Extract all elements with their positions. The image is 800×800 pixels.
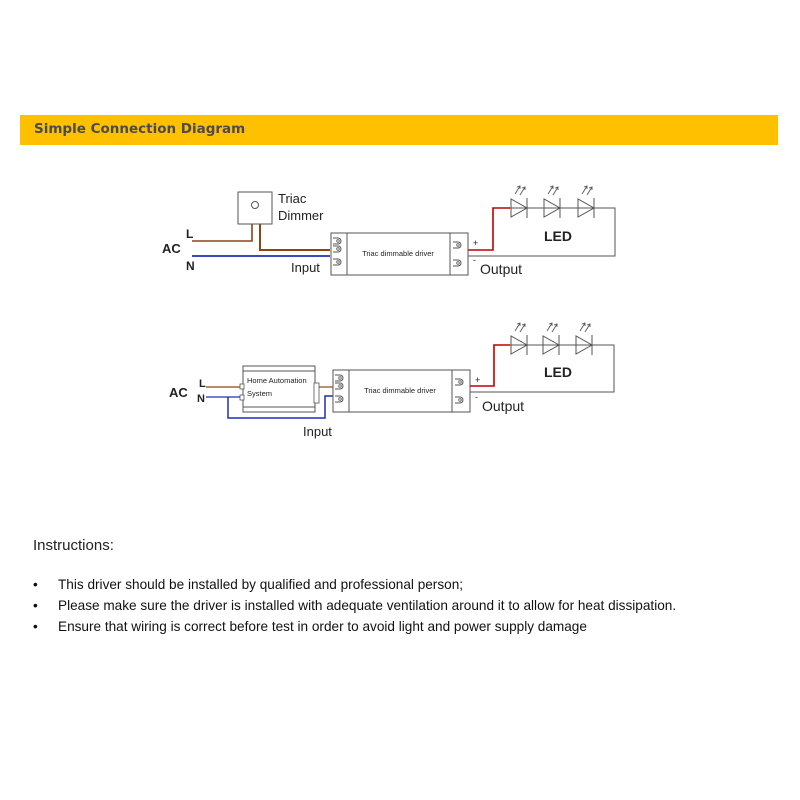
positive-wire bbox=[468, 207, 510, 251]
led-label: LED bbox=[544, 364, 572, 380]
instruction-text: Ensure that wiring is correct before tes… bbox=[58, 619, 587, 634]
instruction-text: Please make sure the driver is installed… bbox=[58, 598, 677, 613]
led-icon bbox=[542, 322, 560, 356]
led-icon bbox=[575, 322, 593, 356]
ac-label: AC bbox=[162, 241, 181, 256]
driver-label: Triac dimmable driver bbox=[362, 249, 434, 258]
dimmer-label-1: Triac bbox=[278, 191, 307, 206]
led-label: LED bbox=[544, 228, 572, 244]
dimmer-label-2: Dimmer bbox=[278, 208, 324, 223]
triac-dimmable-driver: Triac dimmable driver bbox=[330, 232, 469, 276]
automation-label-2: System bbox=[247, 389, 272, 398]
neutral-wire-to-driver bbox=[227, 395, 333, 419]
minus-label: - bbox=[475, 392, 478, 402]
output-label: Output bbox=[480, 261, 522, 277]
bullet: • bbox=[33, 577, 38, 592]
automation-label-1: Home Automation bbox=[247, 376, 307, 385]
plus-label: + bbox=[475, 375, 480, 385]
home-automation-box: Home Automation System bbox=[239, 365, 320, 413]
n-label: N bbox=[197, 393, 205, 405]
plus-label: + bbox=[473, 238, 478, 248]
diagram-home-automation: AC L N Home Automation System Triac dimm… bbox=[169, 322, 615, 439]
l-label: L bbox=[199, 378, 206, 390]
negative-wire bbox=[468, 207, 616, 257]
input-label: Input bbox=[303, 424, 332, 439]
section-title: Simple Connection Diagram bbox=[34, 121, 246, 137]
instruction-text: This driver should be installed by quali… bbox=[58, 577, 464, 592]
ac-label: AC bbox=[169, 385, 188, 400]
dimmer-knob-icon bbox=[251, 201, 259, 209]
led-icon bbox=[510, 185, 528, 219]
led-string bbox=[510, 322, 593, 356]
input-label: Input bbox=[291, 260, 320, 275]
instructions-list: • This driver should be installed by qual… bbox=[33, 574, 676, 637]
led-icon bbox=[510, 322, 528, 356]
led-string bbox=[510, 185, 595, 219]
instruction-item: • This driver should be installed by qual… bbox=[33, 574, 676, 595]
diagram-triac-dimmer: Triac Dimmer AC L N Triac dimmable drive… bbox=[162, 185, 616, 277]
l-label: L bbox=[186, 227, 193, 241]
live-wire-to-dimmer bbox=[192, 224, 253, 242]
bullet: • bbox=[33, 598, 38, 613]
triac-dimmer-box: Triac Dimmer bbox=[237, 191, 324, 225]
section-header-bar: Simple Connection Diagram bbox=[20, 115, 778, 145]
led-icon bbox=[543, 185, 561, 219]
driver-label: Triac dimmable driver bbox=[364, 386, 436, 395]
led-icon bbox=[577, 185, 595, 219]
dimmer-to-driver-wire bbox=[259, 224, 330, 251]
negative-wire bbox=[470, 344, 615, 393]
minus-label: - bbox=[473, 255, 476, 265]
instruction-item: • Please make sure the driver is installe… bbox=[33, 595, 676, 616]
bullet: • bbox=[33, 619, 38, 634]
positive-wire bbox=[470, 344, 510, 387]
n-label: N bbox=[186, 259, 195, 273]
triac-dimmable-driver: Triac dimmable driver bbox=[332, 369, 471, 413]
instruction-item: • Ensure that wiring is correct before te… bbox=[33, 616, 676, 637]
instructions-title: Instructions: bbox=[33, 537, 114, 554]
output-label: Output bbox=[482, 398, 524, 414]
